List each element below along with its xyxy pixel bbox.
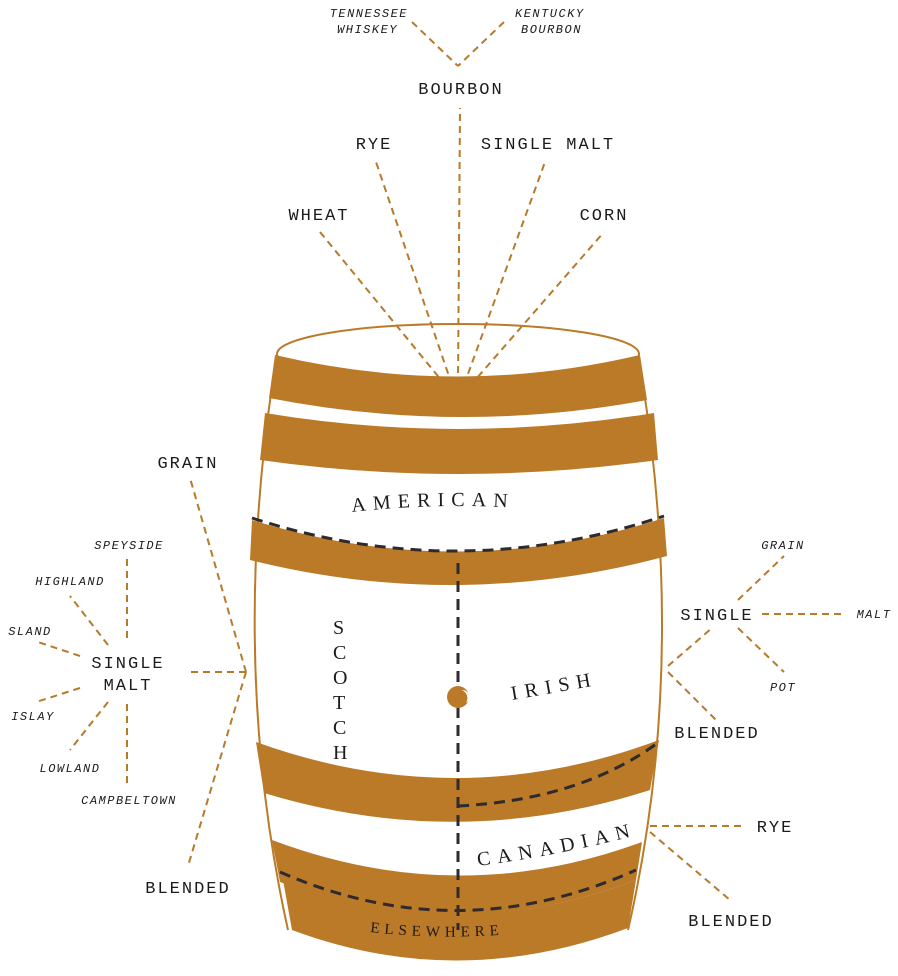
label-malt: MALT	[104, 677, 153, 696]
region-scotch-letter: O	[333, 667, 354, 689]
connector-grain	[190, 478, 246, 672]
label-corn: CORN	[580, 207, 629, 226]
connector-rye	[376, 162, 452, 385]
connector-corn	[470, 232, 604, 386]
label-bourbon: BOURBON	[418, 81, 503, 100]
label-kentucky: KENTUCKY	[515, 7, 585, 21]
connector-blended-canadian	[650, 832, 730, 900]
label-lowland: LOWLAND	[40, 762, 101, 776]
connector-bourbon	[458, 108, 460, 385]
label-single: SINGLE	[91, 655, 164, 674]
connector-irish-grain	[738, 556, 784, 600]
label-single-irish: SINGLE	[680, 607, 753, 626]
label-tennessee: TENNESSEE	[330, 7, 408, 21]
connector-highland	[70, 596, 108, 645]
connector-wheat	[320, 232, 446, 386]
connector-lowland	[70, 702, 108, 750]
label-islay: ISLAY	[11, 710, 55, 724]
connector-sland	[38, 642, 80, 656]
american-branch: BOURBON TENNESSEE WHISKEY KENTUCKY BOURB…	[288, 7, 628, 386]
label-irish-malt: MALT	[857, 608, 892, 622]
connector-blended-irish	[668, 672, 716, 720]
label-wheat: WHEAT	[288, 207, 349, 226]
label-bourbon-sub: BOURBON	[521, 23, 582, 37]
scotch-branch: GRAIN SINGLE MALT BLENDED SPEYSIDE HIGHL…	[8, 455, 246, 899]
region-scotch-letter: S	[333, 617, 351, 639]
hoop-band-1	[269, 355, 647, 417]
label-single-malt-top: SINGLE MALT	[481, 136, 615, 155]
region-irish: IRISH	[509, 668, 599, 705]
label-blended-scotch: BLENDED	[145, 880, 230, 899]
connector-single-malt	[464, 162, 545, 385]
hoop-band-3	[250, 518, 667, 585]
label-highland: HIGHLAND	[35, 575, 105, 589]
connector-kentucky	[458, 22, 504, 66]
label-irish-pot: POT	[770, 681, 796, 695]
connector-blended	[188, 672, 246, 866]
bung-hole-icon	[447, 686, 469, 708]
canadian-branch: RYE BLENDED	[650, 819, 793, 932]
region-scotch-letter: H	[333, 742, 354, 764]
label-irish-grain: GRAIN	[761, 539, 805, 553]
label-speyside: SPEYSIDE	[94, 539, 164, 553]
label-whiskey: WHISKEY	[337, 23, 398, 37]
label-blended-canadian: BLENDED	[688, 913, 773, 932]
label-rye-top: RYE	[356, 136, 393, 155]
hoop-band-2	[260, 413, 658, 474]
label-rye-canadian: RYE	[757, 819, 794, 838]
label-blended-irish: BLENDED	[674, 725, 759, 744]
connector-single-irish	[668, 628, 712, 666]
label-campbeltown: CAMPBELTOWN	[81, 794, 177, 808]
region-scotch: S C O T C H	[333, 617, 354, 764]
region-scotch-letter: C	[333, 717, 353, 739]
region-scotch-letter: C	[333, 642, 353, 664]
region-american: AMERICAN	[350, 489, 515, 517]
connector-irish-pot	[738, 628, 784, 672]
label-sland: SLAND	[8, 625, 52, 639]
connector-islay	[36, 688, 80, 702]
region-scotch-letter: T	[333, 692, 352, 714]
connector-tennessee	[412, 22, 458, 66]
label-grain: GRAIN	[157, 455, 218, 474]
irish-branch: SINGLE BLENDED GRAIN MALT POT	[668, 539, 891, 744]
barrel: AMERICAN S C O T C H IRISH CANADIAN ELSE…	[250, 324, 667, 961]
